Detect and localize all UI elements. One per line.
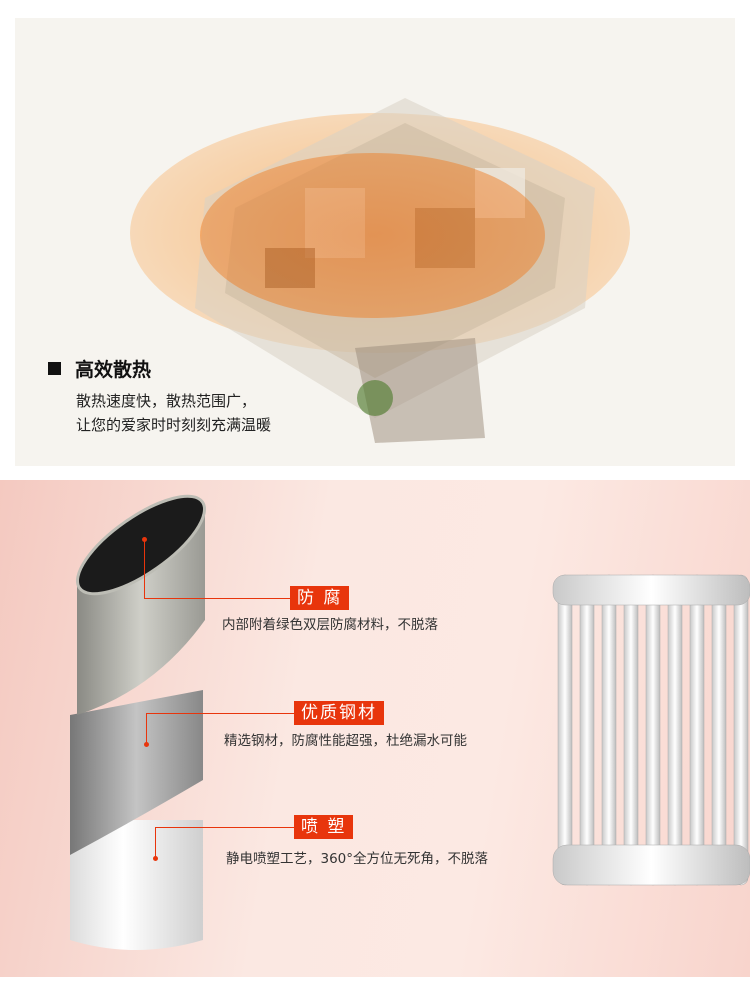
bullet-square-icon [48,362,61,375]
heat-title: 高效散热 [48,355,151,382]
heat-desc-line1: 散热速度快，散热范围广， [76,392,257,410]
desc-quality-steel: 精选钢材，防腐性能超强，杜绝漏水可能 [224,733,467,749]
callout-line [146,713,147,743]
radiator-illustration [552,574,750,886]
desc-powder-coating: 静电喷塑工艺，360°全方位无死角，不脱落 [226,851,489,867]
pipe-cutaway-illustration [70,494,207,950]
heat-desc-line2: 让您的爱家时时刻刻充满温暖 [76,416,272,434]
callout-line [155,827,156,857]
callout-line [155,827,294,828]
tag-anticorrosion: 防 腐 [290,586,350,610]
marker-dot [142,537,147,542]
marker-dot [144,742,149,747]
material-panel: 防 腐 内部附着绿色双层防腐材料，不脱落 优质钢材 精选钢材，防腐性能超强，杜绝… [0,480,750,977]
heat-dissipation-panel [15,18,735,466]
heat-title-text: 高效散热 [75,359,152,381]
callout-line [144,540,145,598]
callout-line [146,713,294,714]
tag-powder-coating: 喷 塑 [294,815,354,839]
desc-anticorrosion: 内部附着绿色双层防腐材料，不脱落 [222,617,438,633]
callout-line [144,598,290,599]
heat-glow-inner [200,153,545,318]
marker-dot [153,856,158,861]
tag-quality-steel: 优质钢材 [294,701,384,725]
